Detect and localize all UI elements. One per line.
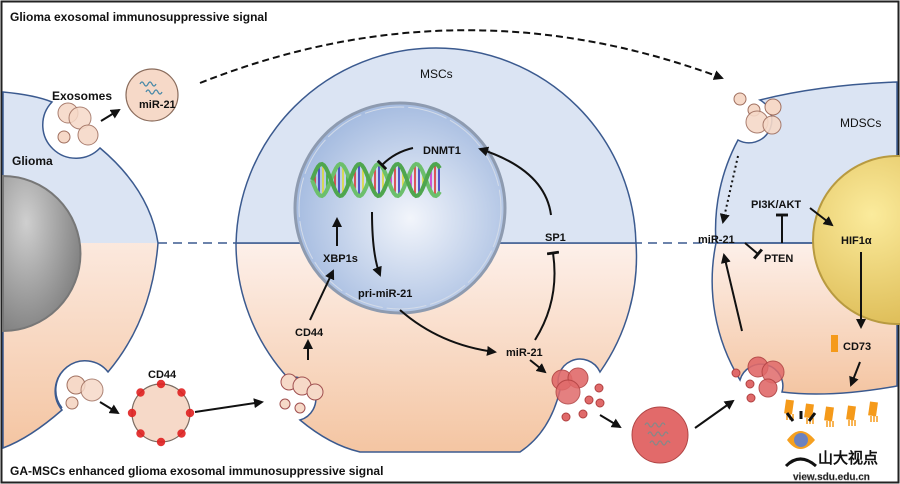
msc-outgoing-vesicles bbox=[551, 367, 605, 422]
inhibit-mir21-to-sp1 bbox=[534, 250, 560, 341]
cd73-receptor bbox=[784, 399, 794, 415]
bottom-title: GA-MSCs enhanced glioma exosomal immunos… bbox=[10, 464, 383, 478]
cd44-dot bbox=[185, 408, 195, 418]
mdsc-cell bbox=[711, 81, 900, 395]
arrow-exosome-to-mir21 bbox=[719, 155, 739, 224]
exosomes-label: Exosomes bbox=[52, 89, 112, 103]
arrow-cd73-to-membrane bbox=[849, 361, 861, 387]
cd73-receptor bbox=[824, 406, 834, 422]
cd73-receptors bbox=[784, 399, 878, 427]
exosome-mir21-label: miR-21 bbox=[139, 99, 176, 111]
msc-nucleus bbox=[293, 101, 507, 315]
arrow-dna-to-pri-mir21 bbox=[371, 211, 382, 277]
arrow-mir21-to-vesicles bbox=[529, 359, 547, 374]
cd44-dot bbox=[177, 429, 186, 438]
cd44-dot bbox=[136, 429, 145, 438]
cd73-receptor bbox=[804, 403, 814, 419]
dna-strand bbox=[310, 161, 442, 199]
cd73-icon bbox=[831, 335, 838, 352]
pri-mir21-label: pri-miR-21 bbox=[358, 288, 412, 300]
top-title: Glioma exosomal immunosuppressive signal bbox=[10, 10, 267, 24]
arrow-pri-to-mir21 bbox=[399, 309, 497, 356]
watermark-url: view.sdu.edu.cn bbox=[793, 472, 870, 483]
arrow-sp1-to-dnmt1 bbox=[478, 146, 552, 216]
msc-mir21-label: miR-21 bbox=[506, 347, 543, 359]
big-mir21-vesicle bbox=[631, 406, 689, 464]
msc-incoming-vesicles bbox=[279, 373, 324, 414]
glioma-exosome-cluster-bottom bbox=[55, 360, 109, 410]
mdsc-nucleus bbox=[812, 155, 900, 325]
msc-label: MSCs bbox=[420, 67, 453, 81]
cd73-label: CD73 bbox=[843, 341, 871, 353]
arrow-to-mdsc bbox=[694, 399, 735, 429]
arrow-pi3k-to-hif1a bbox=[809, 207, 834, 227]
arrow-glioma-to-mdsc bbox=[199, 29, 724, 84]
pten-label: PTEN bbox=[764, 253, 793, 265]
watermark-logo-icon bbox=[784, 411, 817, 468]
arrow-cd44-to-xbp1s bbox=[309, 269, 335, 321]
arrow-to-cd44-exosome bbox=[99, 401, 120, 415]
cd44-dot bbox=[177, 388, 186, 397]
arrow-vesicle-to-mir21 bbox=[720, 253, 743, 332]
dnmt1-label: DNMT1 bbox=[423, 145, 461, 157]
xbp1s-label: XBP1s bbox=[323, 253, 358, 265]
cd44-exosome-label: CD44 bbox=[148, 369, 177, 381]
msc-cd44-label: CD44 bbox=[295, 327, 324, 339]
sp1-label: SP1 bbox=[545, 232, 566, 244]
mdsc-label: MDSCs bbox=[840, 116, 881, 130]
cd44-dot bbox=[156, 437, 166, 447]
cd44-dot bbox=[136, 388, 145, 397]
arrow-to-big-vesicle bbox=[599, 414, 622, 429]
arrow-exosome-release bbox=[100, 108, 121, 122]
hif1a-label: HIF1α bbox=[841, 235, 872, 247]
exosome-mir21 bbox=[125, 68, 179, 122]
mdsc-exosome-cluster-top bbox=[733, 92, 782, 135]
mdsc-incoming-vesicles bbox=[731, 356, 785, 403]
inhibit-dnmt1-to-dna bbox=[376, 147, 414, 171]
cd44-dot bbox=[127, 408, 137, 418]
cd44-exosome bbox=[127, 379, 195, 447]
pi3k-akt-label: PI3K/AKT bbox=[751, 199, 801, 211]
glioma-label: Glioma bbox=[12, 154, 53, 168]
inhibit-mir21-to-pten bbox=[744, 242, 763, 260]
glioma-cell bbox=[2, 91, 159, 450]
arrow-to-msc bbox=[194, 398, 264, 413]
watermark-cn-text: 山大视点 bbox=[818, 449, 878, 467]
glioma-nucleus bbox=[2, 174, 82, 333]
dna-helix-icon bbox=[310, 161, 442, 199]
dna-strand bbox=[310, 161, 442, 199]
cd73-receptor bbox=[846, 405, 856, 421]
glioma-exosome-cluster-top bbox=[57, 102, 99, 146]
cd73-receptor bbox=[868, 401, 878, 417]
cd44-dot bbox=[156, 379, 166, 389]
mdsc-mir21-label: miR-21 bbox=[698, 234, 735, 246]
